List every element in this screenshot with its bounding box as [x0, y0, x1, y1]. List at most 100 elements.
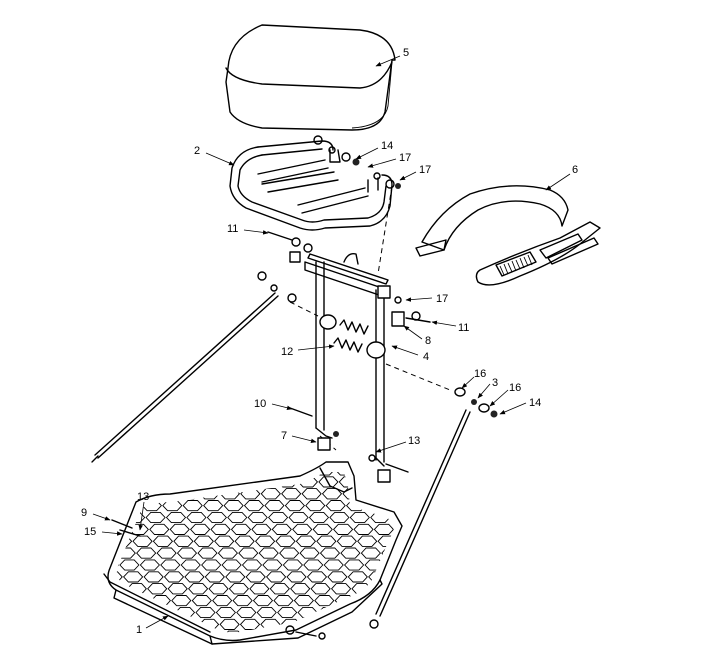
honeycomb-cell — [165, 511, 187, 524]
callout-leader-13b — [138, 501, 145, 531]
honeycomb-cell — [182, 630, 203, 633]
honeycomb-cell — [401, 477, 420, 487]
honeycomb-cell — [373, 523, 394, 535]
honeycomb-cell — [62, 572, 81, 582]
callout-leader-11b — [431, 320, 457, 327]
honeycomb-cell — [143, 571, 164, 583]
honeycomb-cell — [325, 500, 346, 512]
callout-16-left: 16 — [474, 368, 486, 380]
callout-group: 5 2 14 17 17 6 11 17 11 8 12 4 16 3 16 1… — [81, 47, 578, 636]
honeycomb-cell — [256, 606, 277, 619]
honeycomb-cell — [314, 472, 335, 476]
honeycomb-cell — [167, 583, 188, 595]
honeycomb-cell — [161, 630, 183, 633]
honeycomb-cell — [343, 559, 365, 571]
honeycomb-cell — [116, 488, 118, 500]
honeycomb-cell — [116, 476, 135, 488]
honeycomb-cell — [381, 547, 394, 559]
honeycomb-cell — [195, 606, 216, 619]
honeycomb-cell — [117, 618, 138, 630]
callout-leader-17b — [399, 171, 417, 181]
honeycomb-cell — [247, 511, 268, 524]
honeycomb-cell — [169, 523, 190, 535]
honeycomb-cell — [171, 472, 192, 476]
honeycomb-cell — [292, 523, 313, 535]
honeycomb-cell — [75, 548, 94, 558]
callout-12: 12 — [281, 346, 293, 358]
honeycomb-cell — [321, 488, 343, 500]
honeycomb-cell — [119, 559, 140, 571]
honeycomb-cell — [303, 559, 324, 571]
honeycomb-cell — [262, 559, 283, 571]
honeycomb-cell — [236, 606, 257, 619]
honeycomb-cell — [210, 523, 231, 535]
honeycomb-cell — [91, 465, 110, 475]
honeycomb-cell — [227, 511, 248, 524]
honeycomb-cell — [134, 476, 155, 488]
honeycomb-cell — [64, 643, 83, 653]
honeycomb-cell — [329, 511, 350, 524]
callout-leader-15 — [101, 531, 123, 536]
honeycomb-cell — [327, 571, 348, 583]
honeycomb-cell — [151, 472, 172, 476]
right-cable — [369, 387, 498, 629]
honeycomb-cell — [309, 643, 328, 653]
callout-leader-10 — [271, 403, 293, 410]
platform — [51, 461, 427, 653]
honeycomb-cell — [221, 559, 242, 571]
callout-leader-17a — [367, 158, 397, 168]
honeycomb-cell — [193, 535, 214, 547]
honeycomb-cell — [212, 595, 233, 607]
honeycomb-cell — [397, 596, 416, 606]
honeycomb-cell — [267, 511, 289, 524]
honeycomb-cell — [306, 571, 328, 583]
honeycomb-cell — [408, 631, 427, 641]
honeycomb-cell — [116, 606, 134, 619]
honeycomb-cell — [204, 571, 225, 583]
honeycomb-cell — [251, 523, 272, 535]
honeycomb-cell — [301, 488, 322, 500]
callout-6: 6 — [572, 164, 578, 176]
honeycomb-cell — [357, 535, 378, 547]
honeycomb-cell — [268, 643, 287, 653]
honeycomb-cell — [85, 512, 104, 522]
honeycomb-cell — [366, 630, 387, 633]
honeycomb-cell — [253, 472, 274, 476]
honeycomb-cell — [360, 547, 382, 559]
callout-14-top: 14 — [381, 140, 393, 152]
callout-3: 3 — [492, 377, 498, 389]
honeycomb-cell — [264, 500, 285, 512]
callout-9: 9 — [81, 507, 87, 519]
honeycomb-cell — [51, 536, 70, 546]
callout-leader-3 — [477, 383, 491, 399]
honeycomb-cell — [249, 583, 270, 595]
left-cable — [91, 271, 297, 463]
honeycomb-cell — [225, 571, 246, 583]
callout-14-right: 14 — [529, 397, 541, 409]
seat-cushion — [225, 24, 396, 131]
honeycomb-cell — [293, 595, 315, 607]
honeycomb-cell — [149, 523, 170, 535]
honeycomb-cell — [286, 571, 307, 583]
honeycomb-cell — [238, 547, 259, 559]
callout-15: 15 — [84, 526, 96, 538]
bolts-and-washers — [267, 231, 431, 483]
honeycomb-cell — [203, 500, 224, 512]
honeycomb-cell — [217, 547, 239, 559]
honeycomb-cell — [59, 560, 78, 570]
callout-leader-13a — [375, 441, 407, 453]
callout-2: 2 — [194, 145, 200, 157]
honeycomb-cell — [55, 548, 74, 558]
honeycomb-cell — [248, 643, 267, 653]
honeycomb-cell — [207, 643, 226, 653]
honeycomb-cell — [223, 500, 244, 512]
callout-leader-9 — [92, 513, 111, 521]
callout-16-right: 16 — [509, 382, 521, 394]
callout-17-mid: 17 — [419, 164, 431, 176]
honeycomb-cell — [201, 559, 222, 571]
honeycomb-cell — [370, 643, 389, 653]
honeycomb-cell — [271, 523, 292, 535]
honeycomb-cell — [330, 583, 352, 595]
honeycomb-cell — [391, 643, 410, 653]
